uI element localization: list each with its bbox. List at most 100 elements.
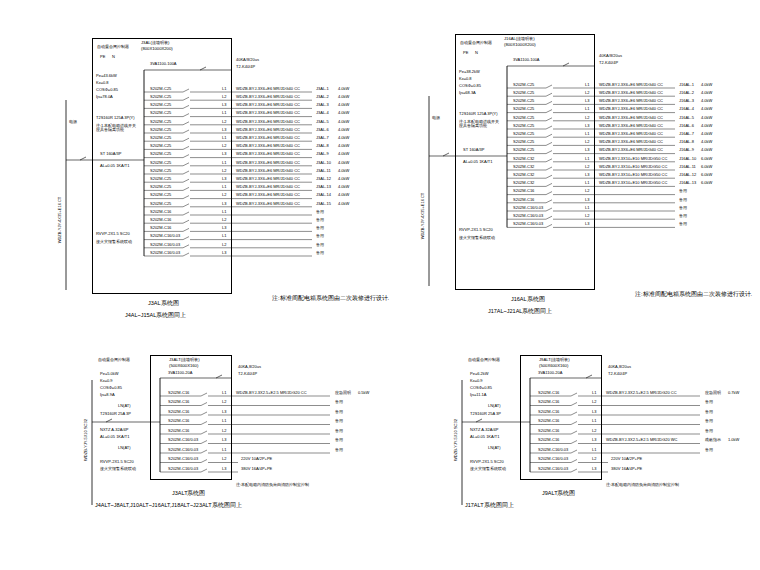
wire xyxy=(66,100,67,290)
drawing-label: 4.0kW xyxy=(701,99,712,103)
wire xyxy=(208,443,330,444)
drawing-label: S202M-C25 xyxy=(150,169,171,173)
drawing-label: J16AL-4 xyxy=(679,107,694,111)
drawing-label: NXTZ A-32A/4P xyxy=(100,428,128,432)
drawing-label: L3 xyxy=(222,251,226,255)
drawing-label: L2 xyxy=(585,214,589,218)
drawing-label: 4.0kW xyxy=(338,95,349,99)
drawing-label: L3 xyxy=(585,222,589,226)
drawing-label: L1 xyxy=(222,419,226,423)
wire xyxy=(553,170,675,171)
panel-title: J9ALT(挂墙明装) xyxy=(539,358,570,363)
drawing-label: S202M-C25 xyxy=(513,116,534,120)
drawing-label: 注:1.本配电箱进线开关应具备隔离功能 xyxy=(459,120,503,129)
panel-title: (500X600X160) xyxy=(169,364,198,369)
drawing-label: WDZB-BYJ-3X10+E10 MR/JDG50 CC xyxy=(599,165,667,169)
wire xyxy=(553,137,675,138)
wire xyxy=(190,149,312,150)
wire xyxy=(462,380,463,505)
wire xyxy=(553,194,675,195)
drawing-label: AL=0.05 1KA/T1 xyxy=(463,160,492,164)
drawing-label: S202M-C16 xyxy=(513,189,534,193)
wire xyxy=(553,161,675,162)
drawing-label: S202M-C16 xyxy=(150,218,171,222)
drawing-label: 备用 xyxy=(316,243,324,247)
wire xyxy=(507,66,595,67)
drawing-label: WDZB-YJY-4X35+E16 CT xyxy=(421,193,425,240)
drawing-label: J3AL-10 xyxy=(316,161,331,165)
wire xyxy=(144,256,183,257)
drawing-label: Kx=0.8 xyxy=(96,81,109,85)
drawing-label: J16AL-13 xyxy=(679,181,696,185)
drawing-label: S202M-C16 xyxy=(538,391,559,395)
drawing-label: WDZB-BYJ-3X6+E6 MR/JDG40 CC xyxy=(236,177,300,181)
drawing-label: WDZB-BYJ-3X6+E6 MR/JDG40 CC xyxy=(236,136,300,140)
wire xyxy=(208,405,330,406)
wire xyxy=(144,133,183,134)
drawing-label: 380V 16A/4P+PE xyxy=(611,467,642,471)
wire xyxy=(546,101,552,104)
wire xyxy=(190,198,312,199)
wire xyxy=(190,157,312,158)
wire xyxy=(201,422,207,425)
wire xyxy=(160,462,201,463)
drawing-label: J16AL-11 xyxy=(679,165,696,169)
wire xyxy=(190,165,312,166)
panel-title: J3ALT(挂墙明装) xyxy=(169,358,200,363)
wire xyxy=(190,206,312,207)
drawing-label: L3 xyxy=(592,467,596,471)
drawing-label: LN(AT) xyxy=(488,404,501,408)
drawing-label: L3 xyxy=(585,99,589,103)
drawing-label: 6.0kW xyxy=(701,181,712,185)
drawing-label: J16AL-12 xyxy=(679,173,696,177)
wire xyxy=(183,220,189,223)
drawing-label: WDZB-BYJ-3X2.5+E2.5 MR/JDG20 CC xyxy=(236,391,307,395)
wire xyxy=(507,96,546,97)
drawing-label: T2S160R 125A 3P(Y) xyxy=(459,112,497,116)
wire xyxy=(144,206,183,207)
wire xyxy=(546,192,552,195)
wire xyxy=(160,378,161,472)
drawing-label: 220V 10A/2P+PE xyxy=(241,457,272,461)
drawing-label: RVVP-2X1.5 SC20 xyxy=(100,460,134,464)
drawing-label: L2 xyxy=(585,116,589,120)
drawing-label: WDZB-BYJ-3X6+E6 MR/JDG40 CC xyxy=(599,99,663,103)
wire xyxy=(183,155,189,158)
wire xyxy=(144,100,183,101)
drawing-label: J16AL-5 xyxy=(679,116,694,120)
drawing-label: L2 xyxy=(592,457,596,461)
drawing-label: Pe=5.0kW xyxy=(100,372,119,376)
drawing-label: Kx=0.9 xyxy=(100,379,113,383)
drawing-label: 备用 xyxy=(335,429,343,433)
drawing-label: J17AL~J21AL系统图同上 xyxy=(488,308,552,314)
drawing-label: 接火灾报警系统联动 xyxy=(100,467,136,471)
drawing-label: WDZB-BYJ-3X6+E6 MR/JDG40 CC xyxy=(236,185,300,189)
drawing-label: AL=0.05 1KA/T1 xyxy=(470,435,499,439)
drawing-label: J3AL-1 xyxy=(316,87,329,91)
wire xyxy=(546,134,552,137)
drawing-label: L1 xyxy=(592,419,596,423)
drawing-label: Ijs=78.0A xyxy=(96,95,113,99)
wire xyxy=(160,434,201,435)
wire xyxy=(578,415,700,416)
drawing-label: T2S160R 25A 3P xyxy=(100,412,131,416)
drawing-label: S202M-C16 xyxy=(538,438,559,442)
drawing-label: Pe=43.6kW xyxy=(96,74,117,78)
wire xyxy=(190,190,312,191)
drawing-label: 自动重合闸控制器 xyxy=(460,41,492,45)
drawing-label: WDZB-YJY-4X35+E16 CT xyxy=(58,197,62,244)
drawing-label: L1 xyxy=(585,157,589,161)
drawing-label: 4.0kW xyxy=(701,148,712,152)
drawing-label: AL=0.05 1KA/T1 xyxy=(100,164,129,168)
wire xyxy=(507,88,546,89)
drawing-label: 备用 xyxy=(679,198,687,202)
wire xyxy=(144,141,183,142)
drawing-label: WDZB-BYJ-3X6+E6 MR/JDG40 CC xyxy=(599,107,663,111)
drawing-label: L1 xyxy=(585,181,589,185)
drawing-label: N xyxy=(112,55,115,59)
wire xyxy=(160,443,201,444)
wire xyxy=(546,126,552,129)
drawing-label: L3 xyxy=(222,128,226,132)
drawing-label: WDZB-BYJ-3X2.5+E2.5 MR/JDG20 CC xyxy=(606,391,677,395)
drawing-label: Kx=0.8 xyxy=(459,77,472,81)
